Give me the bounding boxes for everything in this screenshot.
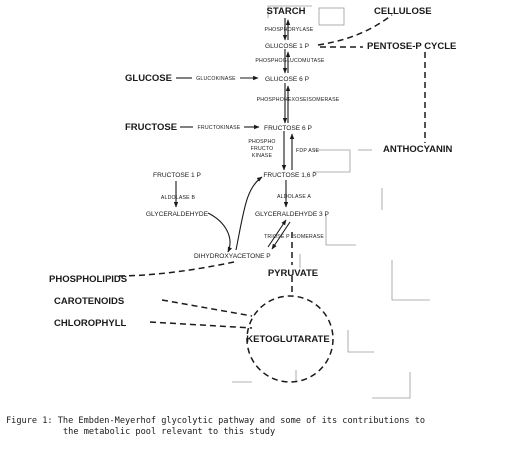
label-carotenoids: CAROTENOIDS bbox=[54, 296, 124, 307]
label-glyceraldehyde: GLYCERALDEHYDE bbox=[146, 211, 209, 218]
label-glucose: GLUCOSE bbox=[125, 73, 172, 84]
label-pentose-p-cycle: PENTOSE-P CYCLE bbox=[367, 41, 456, 52]
tca-cycle-circle bbox=[246, 295, 334, 383]
label-fructose-6p: FRUCTOSE 6 P bbox=[264, 125, 312, 132]
enzyme-phosphorylase: PHOSPHORYLASE bbox=[265, 27, 314, 33]
pathway-connectors bbox=[173, 18, 295, 253]
label-glucose-1p: GLUCOSE 1 P bbox=[265, 43, 310, 50]
enzyme-phosphohexoseisomerase: PHOSPHOHEXOSEISOMERASE bbox=[257, 97, 340, 103]
dashed-connectors bbox=[115, 14, 426, 383]
label-chlorophyll: CHLOROPHYLL bbox=[54, 318, 127, 329]
label-pyruvate: PYRUVATE bbox=[268, 268, 318, 279]
arrow-glyceraldehyde-dhap bbox=[207, 212, 232, 253]
label-fructose-16p: FRUCTOSE 1,6 P bbox=[263, 172, 317, 179]
enzyme-phosphofructokinase-line3: KINASE bbox=[252, 153, 273, 159]
link-chlorophyll-ketoglutarate bbox=[149, 321, 253, 329]
enzyme-phosphofructokinase-line2: FRUCTO bbox=[251, 146, 274, 152]
enzyme-aldolase-b: ALDOLASE B bbox=[161, 195, 196, 201]
enzyme-fructokinase: FRUCTOKINASE bbox=[198, 125, 241, 131]
metabolite-labels: STARCH CELLULOSE GLUCOSE 1 P PENTOSE-P C… bbox=[49, 6, 456, 345]
label-fructose-1p: FRUCTOSE 1 P bbox=[153, 172, 201, 179]
link-carotenoids-ketoglutarate bbox=[161, 299, 253, 317]
label-phospholipids: PHOSPHOLIPIDS bbox=[49, 274, 127, 285]
caption-line-2: the metabolic pool relevant to this stud… bbox=[63, 427, 275, 437]
link-glucose1p-cellulose bbox=[317, 14, 393, 46]
label-glyceraldehyde-3p: GLYCERALDEHYDE 3 P bbox=[255, 211, 330, 218]
arrow-g3p-dhap bbox=[271, 221, 291, 250]
enzyme-labels: PHOSPHORYLASE PHOSPHOGLUCOMUTASE GLUCOKI… bbox=[161, 27, 340, 240]
link-dhap-phospholipids bbox=[115, 261, 235, 277]
label-ketoglutarate: KETOGLUTARATE bbox=[246, 334, 329, 345]
label-anthocyanin: ANTHOCYANIN bbox=[383, 144, 452, 155]
enzyme-fdpase: FDP ASE bbox=[296, 148, 320, 154]
label-cellulose: CELLULOSE bbox=[374, 6, 432, 17]
arrow-dhap-fructose16p bbox=[235, 176, 263, 251]
label-fructose: FRUCTOSE bbox=[125, 122, 177, 133]
label-glucose-6p: GLUCOSE 6 P bbox=[265, 76, 310, 83]
enzyme-triose-p-isomerase: TRIOSE P ISOMERASE bbox=[264, 234, 324, 240]
enzyme-glucokinase: GLUCOKINASE bbox=[196, 76, 236, 82]
label-dihydroxyacetone-p: DIHYDROXYACETONE P bbox=[194, 253, 271, 260]
label-starch: STARCH bbox=[267, 6, 306, 17]
figure-caption: Figure 1: The Embden-Meyerhof glycolytic… bbox=[6, 416, 425, 437]
enzyme-aldolase-a: ALDOLASE A bbox=[277, 194, 311, 200]
caption-line-1: Figure 1: The Embden-Meyerhof glycolytic… bbox=[6, 416, 425, 426]
enzyme-phosphofructokinase-line1: PHOSPHO bbox=[248, 139, 275, 145]
background-artifacts bbox=[232, 5, 430, 399]
enzyme-phosphoglucomutase: PHOSPHOGLUCOMUTASE bbox=[255, 58, 325, 64]
